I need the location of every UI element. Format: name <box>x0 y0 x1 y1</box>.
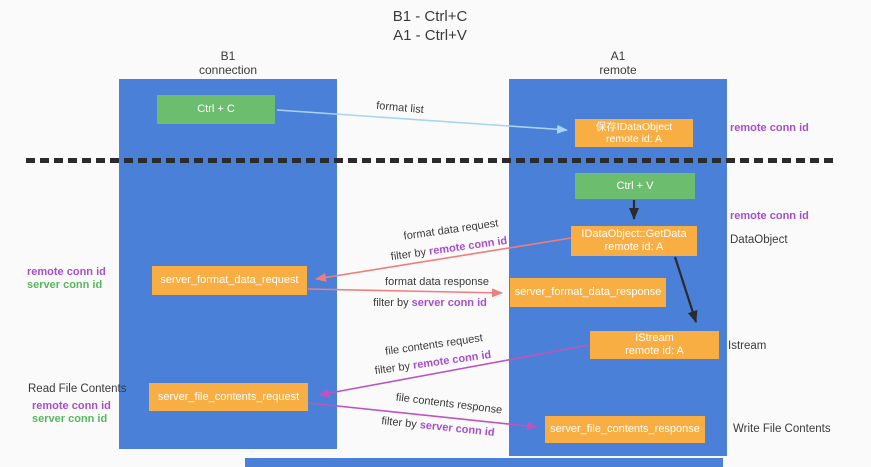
edge-label-format-data-response-filter: filter by server conn id <box>373 297 487 309</box>
filter-key-server-conn-id: server conn id <box>411 297 487 309</box>
annotation-remote-conn-id-left-bottom: remote conn id <box>32 400 111 412</box>
arrow-format-data-response <box>307 288 503 298</box>
server-file-contents-response-label: server_file_contents_response <box>550 423 700 435</box>
lane-header-b1: B1 connection <box>119 49 337 77</box>
filter-key-remote-conn-id: remote conn id <box>428 234 508 258</box>
server-format-data-request-label: server_format_data_request <box>160 274 299 286</box>
getdata-line2: remote id: A <box>604 241 664 253</box>
server-file-contents-request-label: server_file_contents_request <box>157 390 300 403</box>
title-line-2: A1 - Ctrl+V <box>393 27 467 44</box>
annotation-conn-ids-left-bottom: remote conn id server conn id <box>32 400 111 426</box>
filter-by-prefix: filter by <box>374 360 411 378</box>
lane-a1-subtitle: remote <box>599 63 637 77</box>
getdata-line1: IDataObject::GetData <box>581 228 687 240</box>
annotation-remote-conn-id-top-right: remote conn id <box>730 122 809 134</box>
node-ctrl-v: Ctrl + V <box>575 173 695 199</box>
node-server-format-data-request: server_format_data_request <box>152 266 307 295</box>
lane-header-a1: A1 remote <box>509 49 727 77</box>
title-line-1: B1 - Ctrl+C <box>392 8 468 25</box>
filter-by-prefix: filter by <box>380 415 418 431</box>
edge-label-file-contents-response-filter: filter by server conn id <box>381 415 495 439</box>
save-idataobject-line2: remote id: A <box>605 133 663 145</box>
node-server-file-contents-request: server_file_contents_request <box>149 383 308 411</box>
filter-by-prefix: filter by <box>390 246 427 264</box>
edge-label-format-data-response: format data response <box>385 276 489 288</box>
annotation-conn-ids-left-top: remote conn id server conn id <box>27 266 106 292</box>
node-save-idataobject: 保存IDataObject remote id: A <box>575 119 693 147</box>
node-server-file-contents-response: server_file_contents_response <box>545 416 705 443</box>
lane-b1-title: B1 <box>220 49 236 63</box>
lane-b1-subtitle: connection <box>198 63 258 77</box>
istream-line2: remote id: A <box>625 345 684 357</box>
save-idataobject-line1: 保存IDataObject <box>595 121 673 133</box>
annotation-dataobject: DataObject <box>730 234 788 246</box>
diagram-title: B1 - Ctrl+C A1 - Ctrl+V <box>310 7 550 45</box>
edge-label-file-contents-response: file contents response <box>395 391 503 417</box>
server-format-data-response-label: server_format_data_response <box>514 286 662 298</box>
node-ctrl-c: Ctrl + C <box>157 95 275 124</box>
ctrl-c-label: Ctrl + C <box>197 103 235 115</box>
annotation-remote-conn-id-left-top: remote conn id <box>27 266 106 278</box>
annotation-istream: Istream <box>728 340 767 352</box>
ctrl-v-label: Ctrl + V <box>616 179 654 192</box>
annotation-write-file-contents: Write File Contents <box>733 423 831 435</box>
session-separator-dashed-line <box>26 158 838 163</box>
annotation-read-file-contents: Read File Contents <box>28 383 127 395</box>
annotation-server-conn-id-left-top: server conn id <box>27 279 103 291</box>
node-idataobject-getdata: IDataObject::GetData remote id: A <box>571 226 697 256</box>
annotation-remote-conn-id-mid-right: remote conn id <box>730 210 809 222</box>
node-istream: IStream remote id: A <box>590 331 719 359</box>
node-server-format-data-response: server_format_data_response <box>510 278 666 307</box>
lane-a1-title: A1 <box>610 49 626 63</box>
filter-by-prefix: filter by <box>373 297 409 309</box>
edge-label-format-list: format list <box>375 99 425 117</box>
filter-key-server-conn-id: server conn id <box>419 419 496 439</box>
istream-line1: IStream <box>635 332 674 344</box>
annotation-server-conn-id-left-bottom: server conn id <box>32 413 108 425</box>
bottom-partial-lane <box>245 458 723 467</box>
